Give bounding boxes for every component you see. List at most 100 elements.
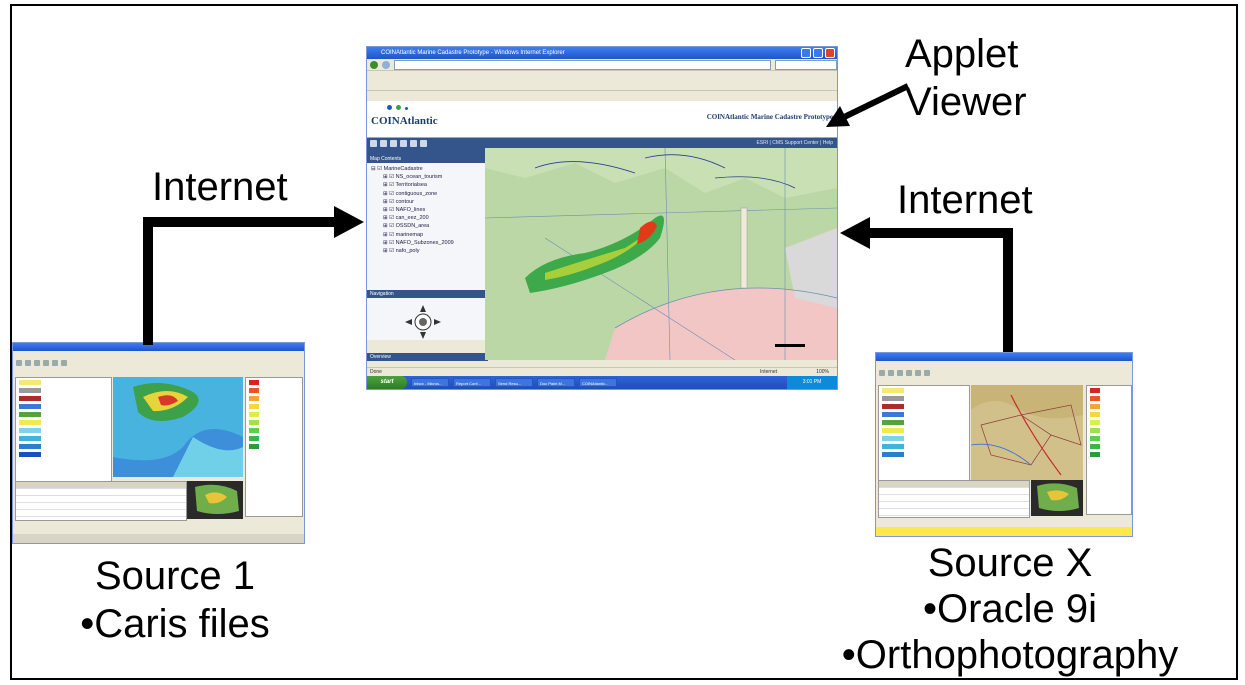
tool-icon[interactable]	[25, 359, 31, 366]
map-tools	[370, 140, 427, 147]
print-tool-icon[interactable]	[420, 140, 427, 147]
panel-header-navigation: Navigation	[367, 290, 485, 298]
layer-item[interactable]: ⊞ ☑ NAFO_lines	[383, 207, 426, 214]
app-header: COINAtlantic COINAtlantic Marine Cadastr…	[367, 101, 837, 138]
tool-icon[interactable]	[906, 369, 912, 376]
address-toolbar	[367, 59, 837, 71]
identify-tool-icon[interactable]	[400, 140, 407, 147]
layer-tree: ⊟ ☑ MarineCadastre ⊞ ☑ NS_ocean_tourism …	[367, 163, 485, 257]
tool-icon[interactable]	[16, 359, 22, 366]
layer-label: NAFO_Subzones_2009	[395, 239, 454, 246]
layer-item[interactable]: ⊞ ☑ marinemap	[383, 231, 424, 238]
sourceX-statusbar	[876, 527, 1132, 536]
applet-label-line2: Viewer	[905, 80, 1027, 124]
source1-attribute-table	[15, 481, 187, 521]
applet-viewer-label: Applet Viewer	[905, 30, 1027, 126]
source1-label: Source 1 •Caris files	[40, 552, 310, 648]
tool-icon[interactable]	[888, 369, 894, 376]
sourceX-layer-list	[878, 385, 970, 482]
back-icon[interactable]	[370, 60, 378, 69]
layer-label: NS_ocean_tourism	[395, 174, 443, 181]
zoom-in-tool-icon[interactable]	[380, 140, 387, 147]
status-area: Done Internet 100% start Inbox - Micros.…	[367, 367, 837, 389]
source1-titlebar	[13, 343, 304, 351]
favorites-bar	[367, 80, 837, 91]
source1-statusbar	[13, 534, 304, 543]
app-title: COINAtlantic Marine Cadastre Prototype	[706, 113, 833, 121]
layer-root[interactable]: ⊟ ☑ MarineCadastre	[371, 166, 423, 172]
app-toolbar: ESRI | CMS Support Center | Help	[367, 138, 837, 150]
source1-toolbar	[13, 358, 304, 367]
sourceX-window	[875, 352, 1133, 537]
taskbar-item[interactable]: Send Resu...	[495, 378, 533, 387]
sourceX-toolbar	[876, 368, 1132, 377]
source1-window	[12, 342, 305, 544]
layer-item[interactable]: ⊞ ☑ OSSDN_area	[383, 223, 430, 230]
close-icon[interactable]	[825, 48, 835, 58]
layer-item[interactable]: ⊞ ☑ can_eez_200	[383, 215, 429, 222]
zoom-out-tool-icon[interactable]	[390, 140, 397, 147]
app-logo: COINAtlantic	[371, 115, 438, 127]
window-controls	[801, 48, 835, 58]
forward-icon[interactable]	[382, 60, 390, 69]
source1-item: •Caris files	[80, 602, 270, 646]
layer-item[interactable]: ⊞ ☑ NAFO_Subzones_2009	[383, 239, 454, 246]
left-connector-arrow	[143, 217, 340, 345]
layer-item[interactable]: ⊞ ☑ nafo_poly	[383, 248, 420, 255]
layer-label: Territorialsea	[395, 182, 427, 189]
tool-icon[interactable]	[52, 359, 58, 366]
tool-icon[interactable]	[924, 369, 930, 376]
left-arrowhead-icon	[334, 206, 364, 238]
pan-tool-icon[interactable]	[370, 140, 377, 147]
status-zone: Internet	[760, 369, 777, 375]
status-bar: Done Internet 100%	[367, 367, 837, 376]
layer-item[interactable]: ⊞ ☑ contiguous_zone	[383, 190, 438, 197]
layer-label: contour	[395, 198, 414, 205]
address-bar[interactable]	[394, 59, 771, 70]
layer-label: OSSDN_area	[395, 223, 430, 230]
layer-item[interactable]: ⊞ ☑ Territorialsea	[383, 182, 427, 189]
sourceX-map[interactable]	[971, 385, 1083, 480]
layer-root-label: MarineCadastre	[383, 166, 423, 172]
sourceX-thumbnail-map	[1031, 480, 1083, 516]
minimize-icon[interactable]	[801, 48, 811, 58]
source1-scale-legend	[245, 377, 303, 517]
search-box[interactable]	[775, 59, 837, 70]
layer-item[interactable]: ⊞ ☑ contour	[383, 198, 414, 205]
right-connector-arrow	[866, 228, 1013, 352]
taskbar-item[interactable]: Report Conf...	[453, 378, 491, 387]
status-zoom[interactable]: 100%	[816, 369, 829, 375]
figure-frame	[10, 4, 1238, 680]
map-view[interactable]	[485, 148, 837, 360]
panel-header-results	[367, 148, 485, 155]
applet-viewer-window: COINAtlantic Marine Cadastre Prototype -…	[366, 46, 838, 390]
tool-icon[interactable]	[879, 369, 885, 376]
taskbar-item[interactable]: Inbox - Micros...	[411, 378, 449, 387]
applet-label-line1: Applet	[905, 32, 1019, 76]
tool-icon[interactable]	[43, 359, 49, 366]
right-arrowhead-icon	[840, 217, 870, 249]
measure-tool-icon[interactable]	[410, 140, 417, 147]
layer-item[interactable]: ⊞ ☑ NS_ocean_tourism	[383, 174, 443, 181]
left-panel: Map Contents ⊟ ☑ MarineCadastre ⊞ ☑ NS_o…	[367, 148, 486, 340]
toolbar-links[interactable]: ESRI | CMS Support Center | Help	[756, 140, 833, 146]
source1-map[interactable]	[113, 377, 243, 477]
taskbar-item[interactable]: Doc Paint M...	[537, 378, 575, 387]
tool-icon[interactable]	[915, 369, 921, 376]
sourceX-attribute-table	[878, 480, 1030, 518]
start-button[interactable]: start	[367, 376, 407, 389]
sourceX-label: Source X •Oracle 9i •Orthophotography	[810, 540, 1210, 678]
system-tray-clock: 3:01 PM	[787, 376, 837, 389]
layer-label: NAFO_lines	[395, 207, 426, 214]
maximize-icon[interactable]	[813, 48, 823, 58]
taskbar-item[interactable]: COINAtlantic...	[579, 378, 617, 387]
panel-header-map-contents: Map Contents	[367, 155, 485, 163]
tool-icon[interactable]	[34, 359, 40, 366]
layer-label: contiguous_zone	[395, 190, 438, 197]
navigation-compass-icon[interactable]	[403, 303, 443, 341]
tool-icon[interactable]	[61, 359, 67, 366]
source1-title: Source 1	[94, 554, 256, 598]
tool-icon[interactable]	[897, 369, 903, 376]
taskbar: start Inbox - Micros... Report Conf... S…	[367, 376, 837, 389]
